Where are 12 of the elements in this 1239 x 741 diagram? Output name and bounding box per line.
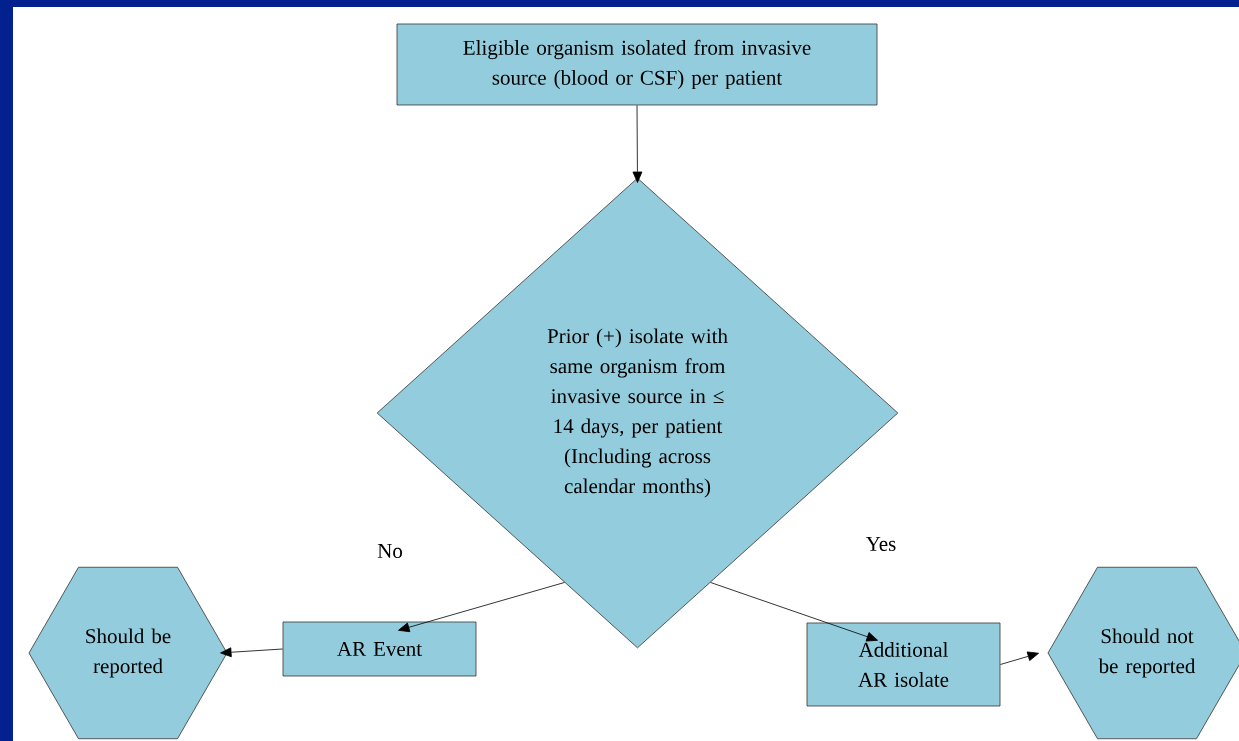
arrow: [220, 647, 283, 658]
arrow: [632, 105, 643, 183]
arrow: [398, 582, 565, 633]
process-box: Additional AR isolate: [806, 622, 1001, 707]
terminal-hexagon: Should not be reported: [1047, 566, 1239, 740]
arrow: [710, 582, 878, 642]
terminal-hexagon: Should be reported: [28, 566, 228, 740]
process-box: AR Event: [282, 621, 477, 677]
process-box: Eligible organism isolated from invasive source (blood or CSF) per patient: [396, 23, 878, 106]
arrow: [1000, 651, 1039, 665]
edge-label: Yes: [864, 536, 898, 552]
edge-label: No: [376, 543, 404, 559]
